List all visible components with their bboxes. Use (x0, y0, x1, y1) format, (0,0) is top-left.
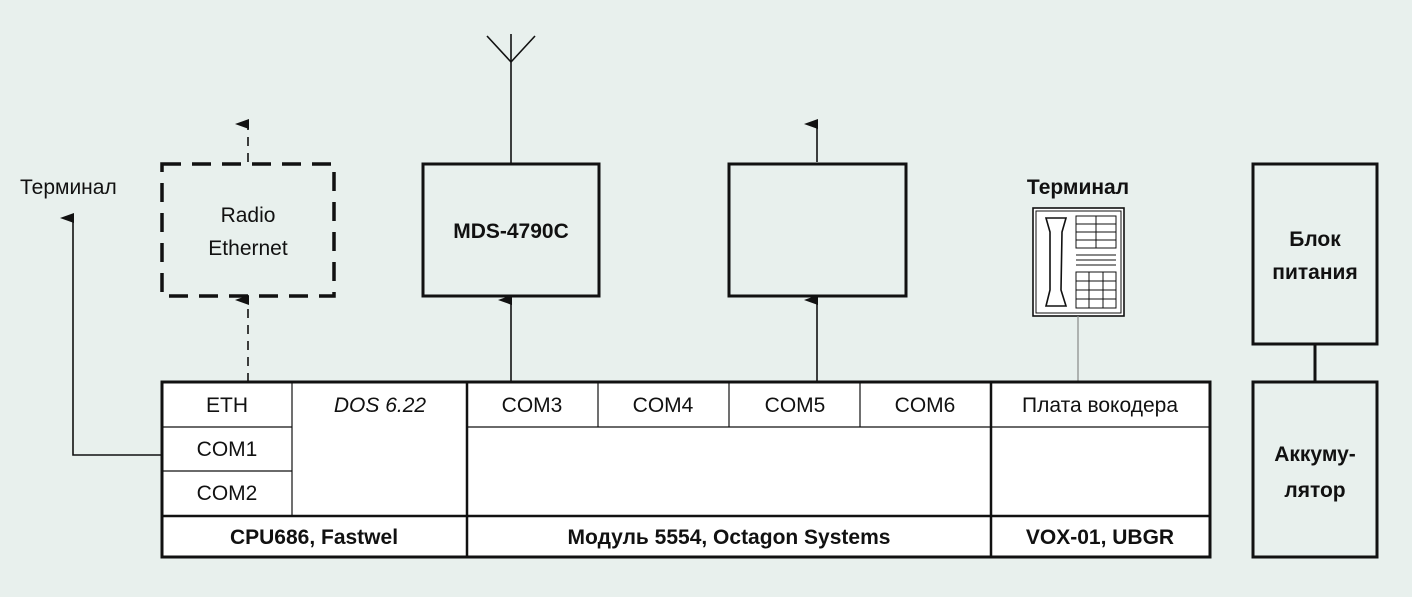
battery-line1: Аккуму- (1274, 443, 1356, 466)
antenna-icon (486, 34, 536, 164)
telephone-icon (1032, 207, 1125, 317)
cpu-board-name: CPU686, Fastwel (230, 526, 398, 549)
cpu-os-label: DOS 6.22 (334, 394, 427, 417)
module-board-name: Модуль 5554, Octagon Systems (568, 526, 891, 549)
phone-terminal-label: Терминал (1027, 176, 1129, 199)
vox-vocoder-board: Плата вокодера (1022, 394, 1178, 417)
radio-ethernet-line2: Ethernet (208, 237, 288, 260)
module-com6-port: COM6 (895, 394, 956, 417)
battery-line2: лятор (1284, 479, 1345, 502)
power-block-line1: Блок (1289, 228, 1341, 251)
module-com5-port: COM5 (765, 394, 826, 417)
cpu-com2-port: COM2 (197, 482, 258, 505)
battery-box: Аккуму- лятор (1251, 380, 1379, 559)
radio-ethernet-box: Radio Ethernet (160, 162, 336, 298)
board-table (160, 380, 1212, 559)
mds-label: MDS-4790C (453, 220, 569, 243)
left-terminal-label: Терминал (20, 176, 117, 199)
com1-to-terminal-line (60, 213, 162, 456)
cpu-com1-port: COM1 (197, 438, 258, 461)
module-com4-port: COM4 (633, 394, 694, 417)
module-com3-port: COM3 (502, 394, 563, 417)
cpu-eth-port: ETH (206, 394, 248, 417)
unlabeled-device-box (727, 162, 908, 298)
radio-ethernet-line1: Radio (221, 204, 276, 227)
power-block-box: Блок питания (1251, 162, 1379, 346)
mds-4790c-box: MDS-4790C (421, 162, 601, 298)
vox-board-name: VOX-01, UBGR (1026, 526, 1174, 549)
power-block-line2: питания (1272, 261, 1357, 284)
